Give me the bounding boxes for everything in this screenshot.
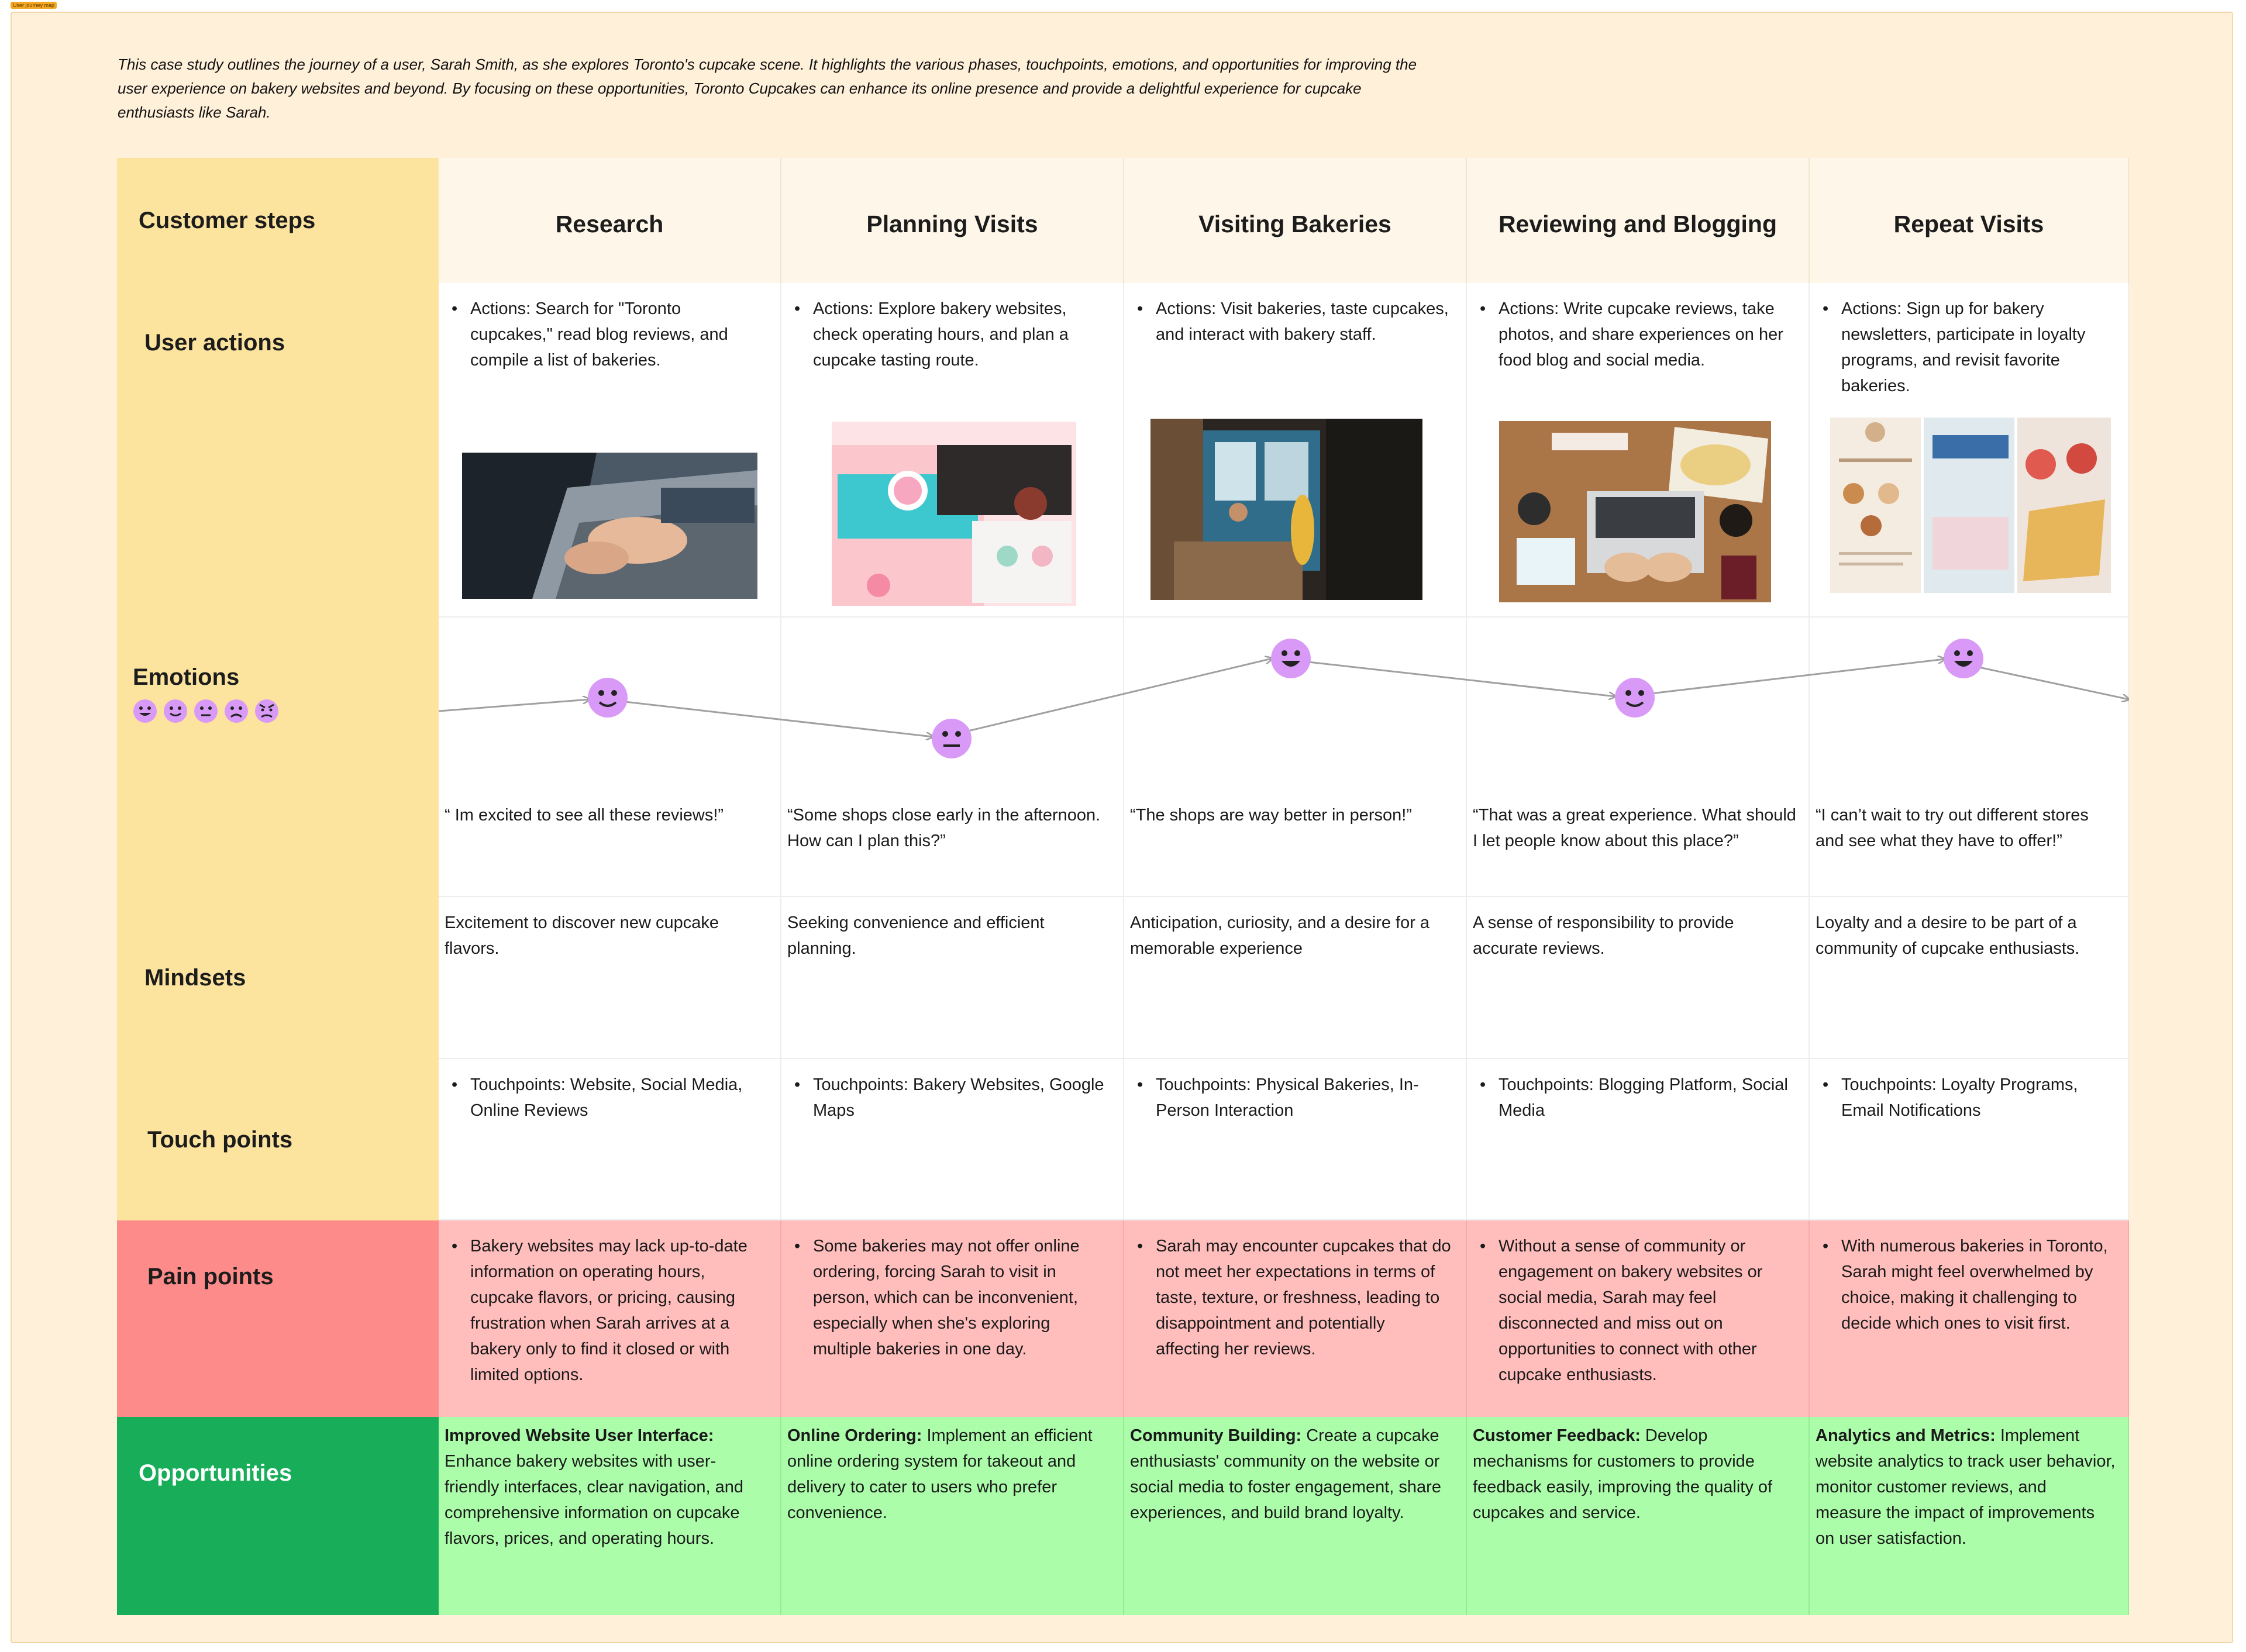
touchpoint-research: Touchpoints: Website, Social Media, Onli… [439,1059,780,1123]
action-cell-visiting: Actions: Visit bakeries, taste cupcakes,… [1124,283,1467,618]
frame-label[interactable]: User journey map [11,2,57,9]
mindset-research: Excitement to discover new cupcake flavo… [445,913,719,958]
emotion-cell-research: “ Im excited to see all these reviews!” [439,618,781,897]
opportunity-title: Improved Website User Interface: [445,1426,714,1445]
action-cell-repeat: Actions: Sign up for bakery newsletters,… [1810,283,2129,618]
opportunity-body: Implement website analytics to track use… [1816,1426,2116,1548]
opportunity-planning: Online Ordering: Implement an efficient … [781,1417,1123,1526]
action-research: Actions: Search for "Toronto cupcakes," … [439,283,780,373]
action-cell-reviewing: Actions: Write cupcake reviews, take pho… [1467,283,1810,618]
pain-research: Bakery websites may lack up-to-date info… [439,1220,780,1388]
sad-face-icon [225,699,248,723]
stage-reviewing-blogging: Reviewing and Blogging [1467,158,1810,283]
action-reviewing: Actions: Write cupcake reviews, take pho… [1467,283,1808,373]
action-cell-research: Actions: Search for "Toronto cupcakes," … [439,283,781,618]
action-repeat: Actions: Sign up for bakery newsletters,… [1810,283,2128,399]
bakery-collage-image [1830,418,2111,593]
touchpoint-visiting: Touchpoints: Physical Bakeries, In-Perso… [1124,1059,1466,1123]
very-happy-face-icon [133,699,157,723]
quote-repeat: “I can’t wait to try out different store… [1816,806,2089,850]
emotion-cell-repeat: “I can’t wait to try out different store… [1810,618,2129,897]
neutral-face-icon [194,699,218,723]
row-label-emotions: Emotions [133,664,240,690]
emotion-scale [133,699,279,723]
quote-planning: “Some shops close early in the afternoon… [787,806,1101,850]
bakery-interior-photo [1150,419,1422,600]
row-label-pain-points: Pain points [117,1220,439,1417]
opportunity-title: Community Building: [1130,1426,1302,1445]
mindset-visiting: Anticipation, curiosity, and a desire fo… [1130,913,1430,958]
touchpoint-planning: Touchpoints: Bakery Websites, Google Map… [781,1059,1123,1123]
stage-research: Research [439,158,781,283]
pain-reviewing: Without a sense of community or engageme… [1467,1220,1808,1388]
opportunity-body: Enhance bakery websites with user-friend… [445,1452,744,1548]
emotion-cell-planning: “Some shops close early in the afternoon… [781,618,1124,897]
quote-visiting: “The shops are way better in person!” [1130,806,1412,825]
quote-research: “ Im excited to see all these reviews!” [445,806,724,825]
opportunity-title: Customer Feedback: [1473,1426,1641,1445]
desk-laptop-photo [1499,421,1771,602]
action-visiting: Actions: Visit bakeries, taste cupcakes,… [1124,283,1466,347]
happy-face-icon [164,699,187,723]
touchpoint-repeat: Touchpoints: Loyalty Programs, Email Not… [1810,1059,2128,1123]
opportunity-visiting: Community Building: Create a cupcake ent… [1124,1417,1466,1526]
row-label-actions: User actions [117,283,439,618]
bakery-website-mockup-image [832,422,1076,606]
row-label-steps: Customer steps [117,158,439,283]
touchpoint-reviewing: Touchpoints: Blogging Platform, Social M… [1467,1059,1808,1123]
mindset-planning: Seeking convenience and efficient planni… [787,913,1045,958]
opportunity-title: Analytics and Metrics: [1816,1426,1996,1445]
stage-repeat-visits: Repeat Visits [1810,158,2129,283]
opportunity-body: Implement an efficient online ordering s… [787,1426,1093,1522]
opportunity-reviewing: Customer Feedback: Develop mechanisms fo… [1467,1417,1808,1526]
action-cell-planning: Actions: Explore bakery websites, check … [781,283,1124,618]
intro-text: This case study outlines the journey of … [118,56,1417,121]
opportunity-body: Develop mechanisms for customers to prov… [1473,1426,1773,1522]
opportunity-body: Create a cupcake enthusiasts' community … [1130,1426,1441,1522]
action-planning: Actions: Explore bakery websites, check … [781,283,1123,373]
pain-repeat: With numerous bakeries in Toronto, Sarah… [1810,1220,2128,1336]
quote-reviewing: “That was a great experience. What shoul… [1473,806,1796,850]
laptop-typing-image [462,453,757,599]
mindset-repeat: Loyalty and a desire to be part of a com… [1816,913,2080,958]
angry-face-icon [255,699,278,723]
opportunity-title: Online Ordering: [787,1426,922,1445]
emotion-cell-reviewing: “That was a great experience. What shoul… [1467,618,1810,897]
pain-visiting: Sarah may encounter cupcakes that do not… [1124,1220,1466,1362]
mindset-reviewing: A sense of responsibility to provide acc… [1473,913,1734,958]
emotion-cell-visiting: “The shops are way better in person!” [1124,618,1467,897]
opportunity-research: Improved Website User Interface: Enhance… [439,1417,780,1551]
row-label-touchpoints: Touch points [117,1059,439,1220]
stage-planning-visits: Planning Visits [781,158,1124,283]
row-label-opportunities: Opportunities [117,1417,439,1615]
row-label-emotions-cell: Emotions [117,618,439,897]
row-label-mindsets: Mindsets [117,897,439,1059]
stage-visiting-bakeries: Visiting Bakeries [1124,158,1467,283]
journey-grid: Customer steps Research Planning Visits … [117,158,2129,1615]
opportunity-repeat: Analytics and Metrics: Implement website… [1810,1417,2128,1551]
pain-planning: Some bakeries may not offer online order… [781,1220,1123,1362]
